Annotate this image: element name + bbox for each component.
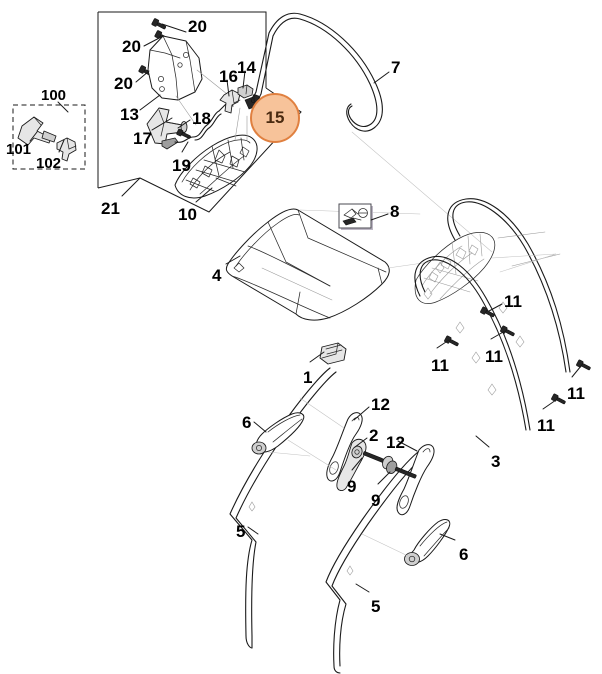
leader-line-12 <box>397 440 418 452</box>
leader-line-9 <box>351 457 363 471</box>
callout-19: 19 <box>172 156 191 175</box>
leader-line-11 <box>436 339 450 349</box>
part-6-lever-left <box>251 412 311 457</box>
callout-12: 12 <box>386 433 405 452</box>
part-101-shape <box>17 116 57 146</box>
dashed-group-100 <box>12 104 86 170</box>
leader-line-7 <box>373 71 390 84</box>
callout-13: 13 <box>120 105 139 124</box>
callout-102: 102 <box>36 155 62 172</box>
part-3-upper-handle <box>414 198 571 431</box>
part-11-screws <box>444 306 591 405</box>
leader-line-11 <box>488 303 503 312</box>
leader-line-102 <box>58 139 65 153</box>
callout-100: 100 <box>41 87 67 104</box>
part-19-clip <box>161 136 194 150</box>
callout-5: 5 <box>371 597 381 616</box>
callout-20: 20 <box>114 74 133 93</box>
leader-line-11 <box>571 365 582 378</box>
leader-line-18 <box>177 119 191 129</box>
leader-line-13 <box>139 94 161 111</box>
part-18-screw <box>176 128 191 139</box>
callout-14: 14 <box>237 58 256 77</box>
callout-5: 5 <box>236 522 246 541</box>
leader-line-16 <box>226 79 230 97</box>
leader-line-3 <box>475 435 490 448</box>
part-12-clamp-right <box>396 444 435 516</box>
highlight-circle-part-15[interactable]: 15 <box>250 93 300 143</box>
callout-10: 10 <box>178 205 197 224</box>
callout-12: 12 <box>371 395 390 414</box>
callout-101: 101 <box>6 141 32 158</box>
callout-17: 17 <box>133 129 152 148</box>
callout-20: 20 <box>122 37 141 56</box>
leader-line-101 <box>29 131 38 142</box>
leader-line-20 <box>143 35 164 47</box>
leader-line-17 <box>151 117 173 131</box>
callout-21: 21 <box>101 199 120 218</box>
callout-6: 6 <box>242 413 252 432</box>
leader-line-20 <box>135 70 150 83</box>
callout-7: 7 <box>391 58 401 77</box>
callout-11: 11 <box>431 356 449 375</box>
part-4-cover <box>225 208 431 321</box>
leader-line-8 <box>370 213 389 221</box>
callout-leaders <box>29 23 582 593</box>
callout-9: 9 <box>347 477 357 496</box>
leader-line-4 <box>225 255 241 265</box>
leader-line-100 <box>57 101 69 113</box>
callout-9: 9 <box>371 491 381 510</box>
leader-line-6 <box>253 421 267 433</box>
console-mount-assembled <box>414 232 496 304</box>
leader-line-2 <box>354 437 368 448</box>
leader-line-21 <box>121 177 141 197</box>
callout-11: 11 <box>504 292 522 311</box>
leader-line-6 <box>439 533 456 541</box>
callout-6: 6 <box>459 545 469 564</box>
leader-line-5 <box>247 526 259 535</box>
leader-line-11 <box>542 399 557 410</box>
group-box-21 <box>97 11 267 189</box>
part-9-bolts <box>362 451 417 479</box>
part-5-lower-handles <box>229 367 425 674</box>
callout-18: 18 <box>192 109 211 128</box>
part-8-sticker <box>338 203 373 230</box>
leader-line-10 <box>195 187 213 203</box>
part-2-knuckle <box>336 438 367 491</box>
leader-line-1 <box>309 351 325 363</box>
callout-3: 3 <box>491 452 501 471</box>
callout-11: 11 <box>485 347 503 366</box>
leader-line-20 <box>161 23 187 33</box>
leader-line-9 <box>377 471 391 485</box>
highlight-label: 15 <box>265 108 285 127</box>
callout-11: 11 <box>567 384 585 403</box>
callout-11: 11 <box>537 416 555 435</box>
part-13-bracket <box>147 35 233 126</box>
part-6-lever-right <box>361 519 451 566</box>
callout-16: 16 <box>219 67 238 86</box>
callout-8: 8 <box>390 202 400 221</box>
leader-line-19 <box>181 141 189 153</box>
part-7-bail-bar <box>253 12 383 132</box>
leader-line-14 <box>242 70 246 89</box>
part-1-bushing <box>319 342 347 365</box>
callout-4: 4 <box>212 266 222 285</box>
leader-line-11 <box>490 330 506 340</box>
callout-2: 2 <box>369 426 379 445</box>
callout-1: 1 <box>303 368 313 387</box>
part-16-lever <box>219 89 241 114</box>
callout-20: 20 <box>188 17 207 36</box>
leader-line-12 <box>353 406 370 421</box>
leader-line-5 <box>355 583 370 593</box>
